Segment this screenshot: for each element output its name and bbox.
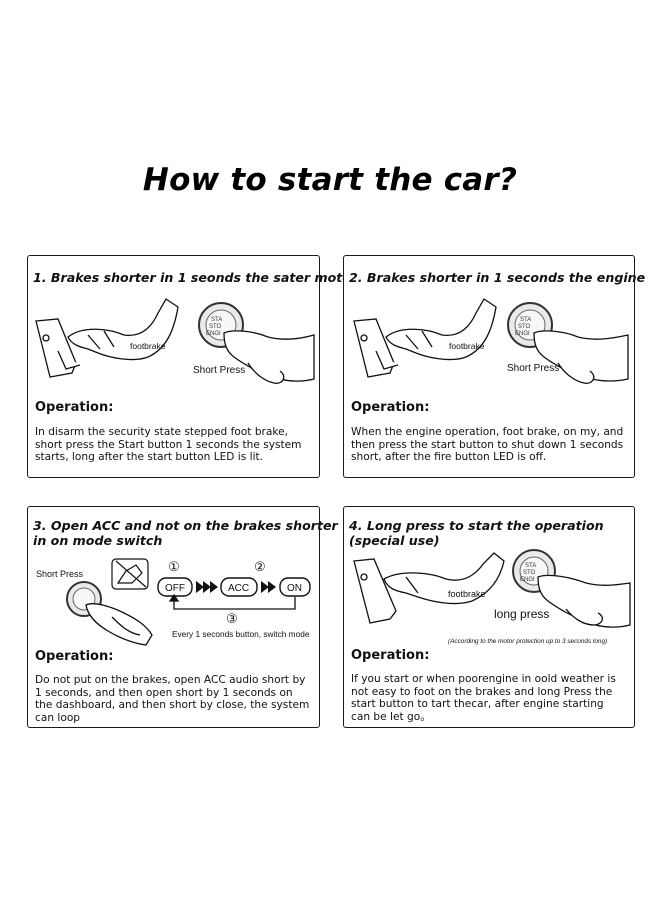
mode-on-box: ON: [279, 577, 311, 597]
start-button-icon: STA STO ENGI: [507, 302, 553, 348]
operation-label: Operation:: [351, 400, 430, 415]
svg-text:STO: STO: [523, 570, 536, 576]
card-step-4: 4. Long press to start the operation (sp…: [343, 506, 635, 728]
brake-foot-icon: [111, 558, 149, 590]
foot-icon: [385, 298, 497, 361]
foot-icon: [383, 552, 505, 605]
card-heading-line2: in on mode switch: [33, 533, 163, 548]
svg-text:OFF: OFF: [165, 583, 185, 594]
card-heading-line1: 3. Open ACC and not on the brakes shorte…: [33, 518, 338, 533]
brake-pedal-icon: [353, 318, 399, 378]
brake-pedal-icon: [353, 558, 397, 624]
svg-text:ENGI: ENGI: [206, 331, 221, 337]
hand-finger-icon: [533, 330, 629, 384]
operation-label: Operation:: [35, 400, 114, 415]
operation-label: Operation:: [351, 648, 430, 663]
switch-mode-note: Every 1 seconds button, switch mode: [172, 629, 310, 639]
operation-text: Do not put on the brakes, open ACC audio…: [35, 674, 310, 724]
svg-text:ENGI: ENGI: [520, 577, 535, 583]
svg-text:ACC: ACC: [228, 583, 249, 594]
mode-off-box: OFF: [157, 577, 193, 597]
arrow-right-icon: [196, 581, 218, 593]
card-heading-line2: (special use): [349, 533, 440, 548]
brake-and-short-press-illustration: footbrake STA STO ENGI Short Press: [353, 298, 629, 384]
operation-label: Operation:: [35, 649, 114, 664]
short-press-label: Short Press: [193, 365, 245, 376]
card-heading-line1: 4. Long press to start the operation: [349, 518, 604, 533]
step-2-marker: ②: [254, 559, 266, 574]
footbrake-label: footbrake: [449, 341, 485, 351]
hand-finger-icon: [85, 603, 153, 646]
card-step-2: 2. Brakes shorter in 1 seconds the engin…: [343, 255, 645, 478]
hand-finger-icon: [537, 574, 631, 628]
svg-text:ON: ON: [287, 583, 302, 594]
footbrake-label: footbrake: [130, 341, 166, 351]
motor-protection-note: (According to the motor protection up to…: [448, 638, 607, 645]
foot-icon: [67, 298, 179, 361]
long-press-label: long press: [494, 607, 549, 621]
footbrake-label: footbrake: [448, 589, 486, 599]
long-press-illustration: footbrake STA STO ENGI long press (Accor…: [353, 549, 631, 645]
arrow-right-icon: [261, 581, 276, 593]
mode-switch-illustration: Short Press ① ② OFF ACC: [36, 558, 311, 646]
page-title: How to start the car?: [142, 162, 518, 198]
card-heading: 1. Brakes shorter in 1 seonds the sater …: [33, 270, 358, 285]
operation-text: If you start or when poorengine in oold …: [351, 673, 616, 723]
operation-text: When the engine operation, foot brake, o…: [351, 426, 624, 463]
card-step-1: 1. Brakes shorter in 1 seonds the sater …: [27, 255, 357, 478]
loop-back-arrow-icon: [168, 593, 296, 610]
short-press-label: Short Press: [36, 569, 84, 579]
svg-text:STA: STA: [211, 317, 222, 323]
mode-acc-box: ACC: [220, 577, 258, 597]
svg-text:STA: STA: [525, 563, 536, 569]
brake-and-short-press-illustration: footbrake STA STO ENGI Short Press: [35, 298, 315, 384]
step-1-marker: ①: [168, 559, 180, 574]
card-heading: 2. Brakes shorter in 1 seconds the engin…: [349, 270, 646, 285]
svg-text:STO: STO: [518, 324, 531, 330]
step-3-marker: ③: [226, 611, 238, 626]
operation-text: In disarm the security state stepped foo…: [35, 426, 302, 463]
hand-finger-icon: [223, 330, 315, 384]
svg-text:ENGI: ENGI: [515, 331, 530, 337]
svg-text:STA: STA: [520, 317, 531, 323]
svg-text:STO: STO: [209, 324, 222, 330]
short-press-label: Short Press: [507, 363, 559, 374]
brake-pedal-icon: [35, 318, 81, 378]
card-step-3: 3. Open ACC and not on the brakes shorte…: [27, 506, 338, 728]
